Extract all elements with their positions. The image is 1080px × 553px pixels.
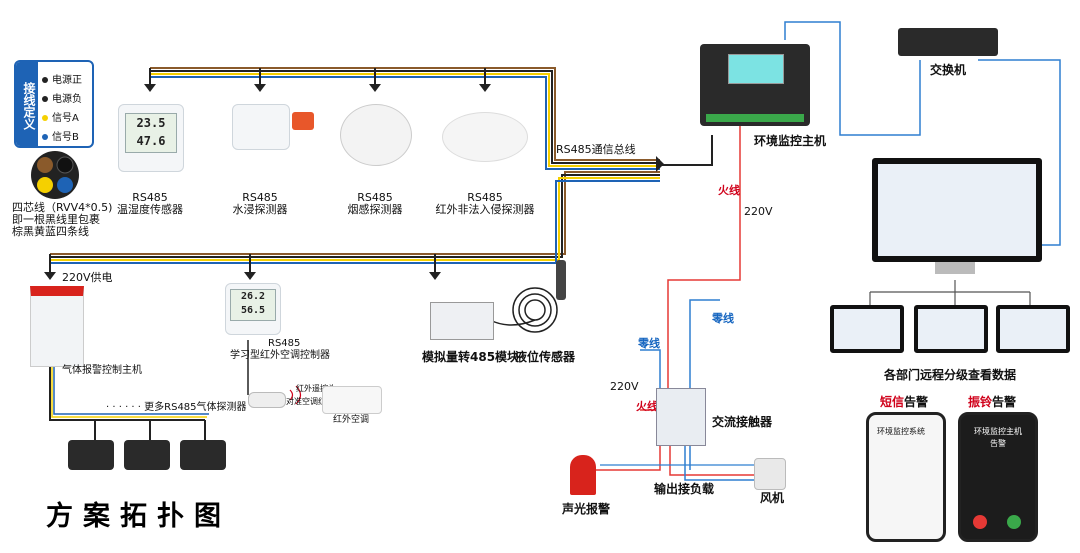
sensor-proto: RS485 <box>467 191 503 204</box>
bus-arrows <box>44 84 664 280</box>
ir-emitter-icon <box>248 392 286 408</box>
sensor-proto: RS485 <box>357 191 393 204</box>
sensor-proto: RS485 <box>132 191 168 204</box>
sensor-name: 红外非法入侵探测器 <box>435 203 535 216</box>
smoke-detector-icon <box>340 104 412 166</box>
alarm-name: 声光报警 <box>562 502 611 516</box>
temp-reading: 23.5 <box>136 116 166 130</box>
legend-label: 电源正 <box>52 75 82 86</box>
remote-monitor <box>996 305 1070 353</box>
level-probe-icon <box>556 260 566 300</box>
ac-contactor <box>656 388 706 446</box>
ir-ac-controller: 26.2 56.5 <box>225 283 281 335</box>
temp-humidity-sensor: 23.5 47.6 <box>118 104 184 172</box>
legend-label: 信号B <box>52 132 79 143</box>
legend-item: 信号A <box>42 109 79 124</box>
water-probe-icon <box>292 112 314 130</box>
fire-line-label-2: 火线 <box>636 400 658 413</box>
ac-name: 红外空调 <box>333 415 370 425</box>
strobe-alarm-icon <box>570 455 596 495</box>
gas-detector <box>68 440 114 470</box>
call-screen-title: 环境监控主机 <box>974 427 1022 436</box>
fan-name: 风机 <box>760 491 785 505</box>
analog-485-module <box>430 302 494 340</box>
call-alert-title: 振铃告警 <box>968 395 1017 409</box>
sensor-name: 烟感探测器 <box>347 203 403 216</box>
host-name: 环境监控主机 <box>754 134 827 148</box>
ac-ctrl-name: 学习型红外空调控制器 <box>230 350 330 361</box>
wiring-legend: 接线定义 电源正 电源负 信号A 信号B <box>14 60 94 148</box>
sms-alert-title: 短信告警 <box>880 395 929 409</box>
central-monitor <box>872 158 1042 262</box>
call-screen-sub: 告警 <box>990 439 1006 448</box>
diagram-title: 方案拓扑图 <box>46 501 231 532</box>
fire-line-label: 火线 <box>718 184 740 197</box>
humidity-reading: 47.6 <box>136 134 166 148</box>
ac-humidity-reading: 56.5 <box>240 305 266 316</box>
env-monitor-host <box>700 44 810 126</box>
cable-note: 即一根黑线里包裹 <box>12 213 100 226</box>
legend-label: 信号A <box>52 113 79 124</box>
remote-monitor <box>914 305 988 353</box>
bus-label: RS485通信总线 <box>556 143 636 156</box>
pir-detector-icon <box>442 112 528 162</box>
fan-icon <box>754 458 786 490</box>
decline-icon <box>973 515 987 529</box>
gas-power-label: 220V供电 <box>62 271 113 284</box>
ir-aim-label: 对准空调红外口 <box>286 397 342 406</box>
cable-note: 四芯线（RVV4*0.5) <box>12 201 113 214</box>
gas-alarm-controller <box>30 286 84 367</box>
more-gas-detectors: · · · · · · 更多RS485气体探测器 <box>106 402 247 413</box>
remote-label: 各部门远程分级查看数据 <box>884 368 1017 382</box>
legend-item: 电源负 <box>42 90 82 105</box>
sms-phone: 环境监控系统 <box>866 412 946 542</box>
rs485-bus-bottom <box>49 171 660 278</box>
sensor-name: 水浸探测器 <box>232 203 288 216</box>
network-switch <box>898 28 998 56</box>
legend-label: 电源负 <box>52 94 82 105</box>
zero-line-label: 零线 <box>712 312 734 325</box>
legend-title: 接线定义 <box>16 62 38 146</box>
contactor-name: 交流接触器 <box>712 415 773 429</box>
gas-detector <box>124 440 170 470</box>
air-conditioner-icon <box>322 386 382 414</box>
switch-name: 交换机 <box>930 63 967 77</box>
water-leak-sensor <box>232 104 290 150</box>
remote-monitor <box>830 305 904 353</box>
level-name: 液位传感器 <box>515 350 576 364</box>
cable-note: 棕黑黄蓝四条线 <box>12 225 89 238</box>
ac-ctrl-proto: RS485 <box>268 338 301 349</box>
ir-head-label: 红外遥控头 <box>296 384 336 393</box>
output-label: 输出接负载 <box>654 482 715 496</box>
ac-temp-reading: 26.2 <box>240 291 266 302</box>
rs485-bus-top <box>149 67 660 170</box>
v220-label: 220V <box>744 205 773 218</box>
legend-item: 电源正 <box>42 71 82 86</box>
zero-line-label-2: 零线 <box>638 337 660 350</box>
sms-screen-title: 环境监控系统 <box>877 427 925 436</box>
sensor-name: 温湿度传感器 <box>117 203 183 216</box>
legend-item: 信号B <box>42 128 79 143</box>
v220-label-2: 220V <box>610 380 639 393</box>
sensor-proto: RS485 <box>242 191 278 204</box>
call-phone: 环境监控主机 告警 <box>958 412 1038 542</box>
monitor-stand <box>935 262 975 274</box>
answer-icon <box>1007 515 1021 529</box>
gas-detector <box>180 440 226 470</box>
gas-controller-name: 气体报警控制主机 <box>62 365 142 376</box>
analog-name: 模拟量转485模块 <box>422 350 520 364</box>
